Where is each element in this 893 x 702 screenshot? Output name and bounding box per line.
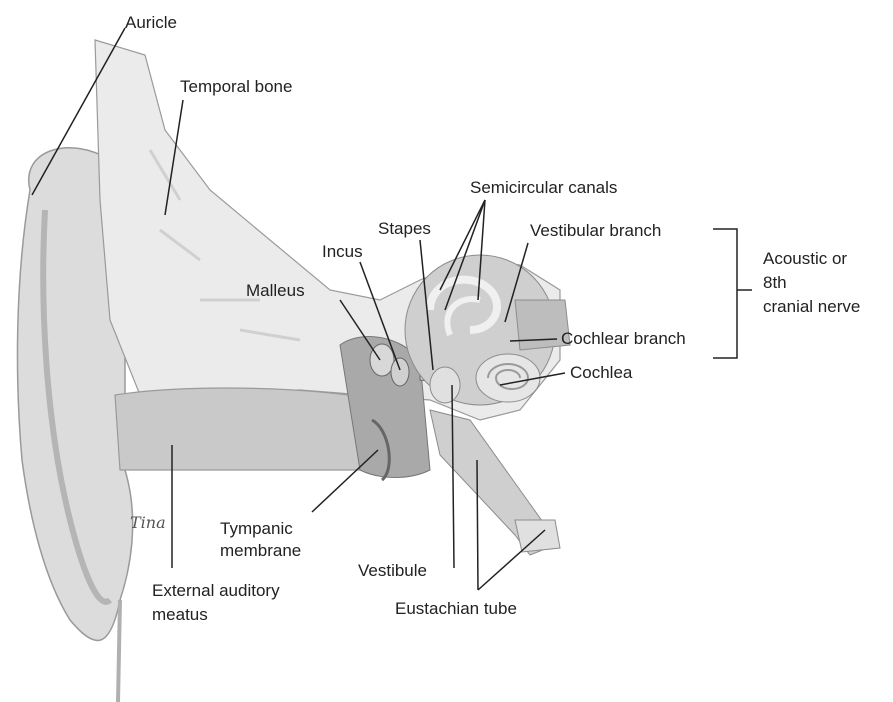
nerve-bracket: [713, 229, 752, 358]
label-semicircular-canals: Semicircular canals: [470, 177, 617, 198]
label-cochlear-branch: Cochlear branch: [561, 328, 686, 349]
label-temporal-bone: Temporal bone: [180, 76, 292, 97]
earlobe-stalk: [118, 600, 120, 702]
artist-signature: Tina: [130, 513, 166, 532]
label-tympanic-membrane: Tympanic membrane: [220, 518, 301, 562]
cochlea-shape: [476, 354, 540, 402]
label-vestibular-branch: Vestibular branch: [530, 220, 661, 241]
label-stapes: Stapes: [378, 218, 431, 239]
malleus-shape: [370, 344, 394, 376]
vestibule-shape: [430, 367, 460, 403]
label-cochlea: Cochlea: [570, 362, 632, 383]
incus-shape: [391, 358, 409, 386]
label-external-auditory-meatus: External auditory meatus: [152, 579, 280, 627]
label-incus: Incus: [322, 241, 363, 262]
label-acoustic-nerve: Acoustic or 8th cranial nerve: [763, 247, 860, 319]
leader-eustachian-tube-2: [478, 530, 545, 590]
label-auricle: Auricle: [125, 12, 177, 33]
leader-vestibule: [452, 385, 454, 568]
label-eustachian-tube: Eustachian tube: [395, 598, 517, 619]
label-malleus: Malleus: [246, 280, 305, 301]
label-vestibule: Vestibule: [358, 560, 427, 581]
leader-eustachian-tube-1: [477, 460, 478, 590]
